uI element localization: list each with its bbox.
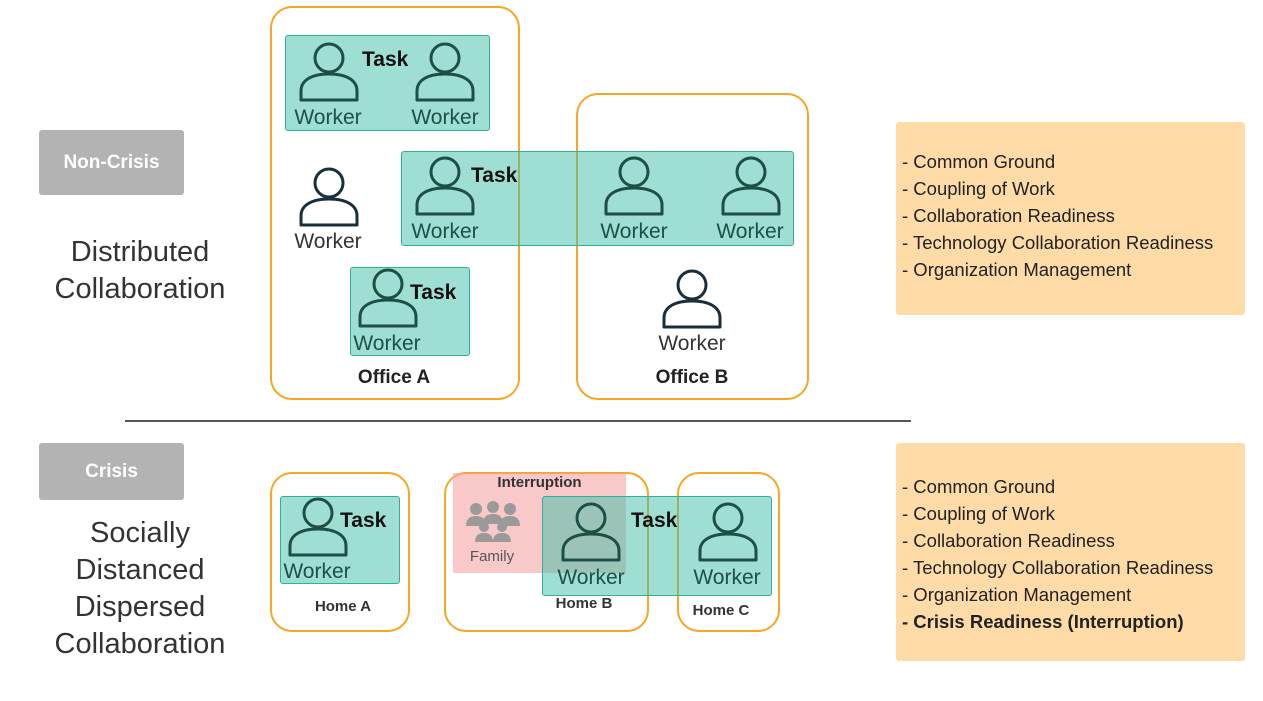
factor-item: - Technology Collaboration Readiness	[902, 232, 1214, 253]
factor-item: - Organization Management	[902, 259, 1132, 280]
task-label: Task	[362, 48, 409, 71]
factor-item: - Collaboration Readiness	[902, 530, 1115, 551]
title-line: Dispersed	[74, 591, 206, 623]
title-line: Collaboration	[54, 628, 226, 660]
worker-label: Worker	[294, 106, 362, 129]
factor-item: - Organization Management	[902, 584, 1132, 605]
worker-label: Worker	[294, 230, 362, 253]
factor-item: - Coupling of Work	[902, 178, 1055, 199]
worker-label: Worker	[600, 220, 668, 243]
task-label: Task	[410, 281, 457, 304]
home-a-box	[270, 472, 410, 632]
title-line: Collaboration	[54, 273, 226, 305]
title-line: Distanced	[75, 554, 205, 586]
office-a-label: Office A	[357, 367, 431, 388]
task-box	[542, 496, 772, 596]
home-b-label: Home B	[555, 595, 613, 612]
crisis-title: Socially Distanced Dispersed Collaborati…	[40, 515, 240, 663]
person-icon	[298, 166, 360, 228]
task-label: Task	[471, 164, 518, 187]
worker-label: Worker	[411, 106, 479, 129]
person-icon	[414, 41, 476, 103]
factor-item: - Common Ground	[902, 476, 1056, 497]
interruption-label: Interruption	[497, 474, 582, 491]
worker-label: Worker	[658, 332, 726, 355]
task-box	[350, 267, 470, 356]
person-icon	[357, 267, 419, 329]
person-icon	[287, 496, 349, 558]
worker-label: Worker	[693, 566, 761, 589]
home-a-label: Home A	[314, 598, 372, 615]
crisis-badge: Crisis	[39, 443, 184, 500]
home-c-label: Home C	[692, 602, 750, 619]
task-label: Task	[631, 509, 678, 532]
person-icon	[414, 155, 476, 217]
non-crisis-badge: Non-Crisis	[39, 130, 184, 195]
task-label: Task	[340, 509, 387, 532]
worker-label: Worker	[411, 220, 479, 243]
task-box	[401, 151, 794, 246]
factor-item: - Coupling of Work	[902, 503, 1055, 524]
worker-label: Worker	[716, 220, 784, 243]
non-crisis-title: Distributed Collaboration	[40, 234, 240, 308]
non-crisis-factors-box: - Common Ground - Coupling of Work - Col…	[896, 122, 1245, 315]
person-icon	[720, 155, 782, 217]
person-icon	[298, 41, 360, 103]
factor-item: - Technology Collaboration Readiness	[902, 557, 1214, 578]
factor-item: - Common Ground	[902, 151, 1056, 172]
factor-item-highlight: - Crisis Readiness (Interruption)	[902, 611, 1184, 632]
office-b-box	[576, 93, 809, 400]
worker-label: Worker	[353, 332, 421, 355]
crisis-factors-box: - Common Ground - Coupling of Work - Col…	[896, 443, 1245, 661]
task-box	[280, 496, 400, 584]
worker-label: Worker	[557, 566, 625, 589]
family-label: Family	[469, 548, 515, 565]
title-line: Socially	[90, 517, 190, 549]
factor-item: - Collaboration Readiness	[902, 205, 1115, 226]
person-icon	[560, 501, 622, 563]
person-icon	[603, 155, 665, 217]
title-line: Distributed	[70, 236, 210, 268]
office-b-label: Office B	[655, 367, 729, 388]
section-divider	[125, 420, 911, 422]
family-group-icon	[466, 501, 520, 542]
person-icon	[661, 268, 723, 330]
worker-label: Worker	[283, 560, 351, 583]
person-icon	[697, 501, 759, 563]
